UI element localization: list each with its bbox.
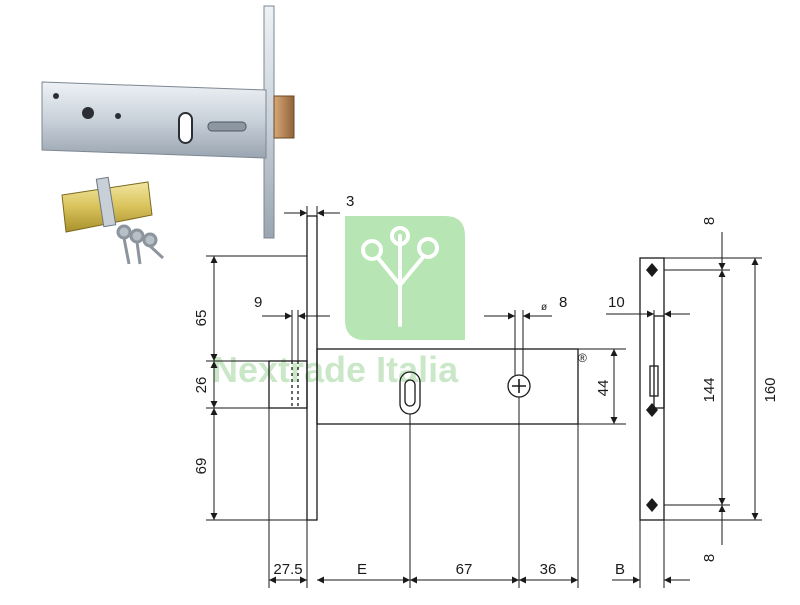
key-head: [129, 228, 145, 244]
key-head: [116, 224, 132, 240]
cylinder-slot: [178, 112, 193, 144]
strike-window: [649, 365, 659, 397]
dim-top-to-bolt: 65: [193, 310, 210, 327]
dimension-lines: [206, 206, 762, 588]
dim-body-height: 44: [595, 380, 612, 397]
latch-bolt-outline: [268, 360, 308, 409]
strike-slot-outline: [653, 315, 665, 409]
dim-bolt-height: 26: [193, 377, 210, 394]
strike-screw-bottom: [646, 498, 658, 512]
dim-faceplate-thickness: 3: [346, 193, 354, 210]
dim-bolt-projection: 27.5: [273, 561, 302, 578]
lock-body-outline: [316, 348, 579, 425]
lock-photo: [41, 5, 295, 239]
lock-body: [41, 81, 267, 159]
dim-faceplate-width: 10: [608, 294, 625, 311]
dim-strike-total: 160: [762, 377, 779, 402]
key-head: [142, 232, 158, 248]
dimension-labels: 3 65 26 69 9 ø 8 10 44 144 160 8 8 27.5 …: [193, 193, 779, 578]
dim-strike-width: B: [615, 561, 625, 578]
strike-screw-top: [646, 263, 658, 277]
cylinder-photo: [61, 176, 165, 265]
key-blade: [122, 237, 131, 265]
cylinder-cam: [95, 176, 117, 228]
watermark-text: Nextrade Italia: [212, 349, 459, 390]
strike-plate-outline: [639, 257, 665, 521]
bolt-slot: [207, 121, 247, 132]
dim-strike-inner: 144: [701, 377, 718, 402]
dim-diameter-symbol: ø: [541, 302, 547, 313]
screw-hole: [115, 113, 121, 119]
strike-view: [639, 257, 665, 521]
screw-hole: [53, 93, 59, 99]
dim-strike-margin-top: 8: [701, 217, 718, 225]
dim-center-distance: 67: [456, 561, 473, 578]
dim-strike-margin-bottom: 8: [701, 554, 718, 562]
spindle-cross: [512, 379, 526, 393]
strike-screw-middle: [646, 403, 658, 417]
dim-hole-diameter: 8: [559, 294, 567, 311]
dim-backset: E: [357, 561, 367, 578]
dim-bottom: 69: [193, 458, 210, 475]
spindle-hole: [82, 107, 94, 119]
watermark-registered: ®: [578, 351, 587, 365]
keys: [116, 224, 165, 265]
cylinder-slot-inner: [404, 379, 416, 407]
key-blade: [148, 244, 165, 260]
dim-rear: 36: [540, 561, 557, 578]
dim-bolt-offset: 9: [254, 294, 262, 311]
tree-icon: [361, 226, 439, 327]
watermark-logo: Nextrade Italia ®: [212, 216, 587, 390]
key-blade: [135, 241, 142, 265]
lock-latch: [273, 95, 295, 139]
side-view: [268, 215, 579, 521]
